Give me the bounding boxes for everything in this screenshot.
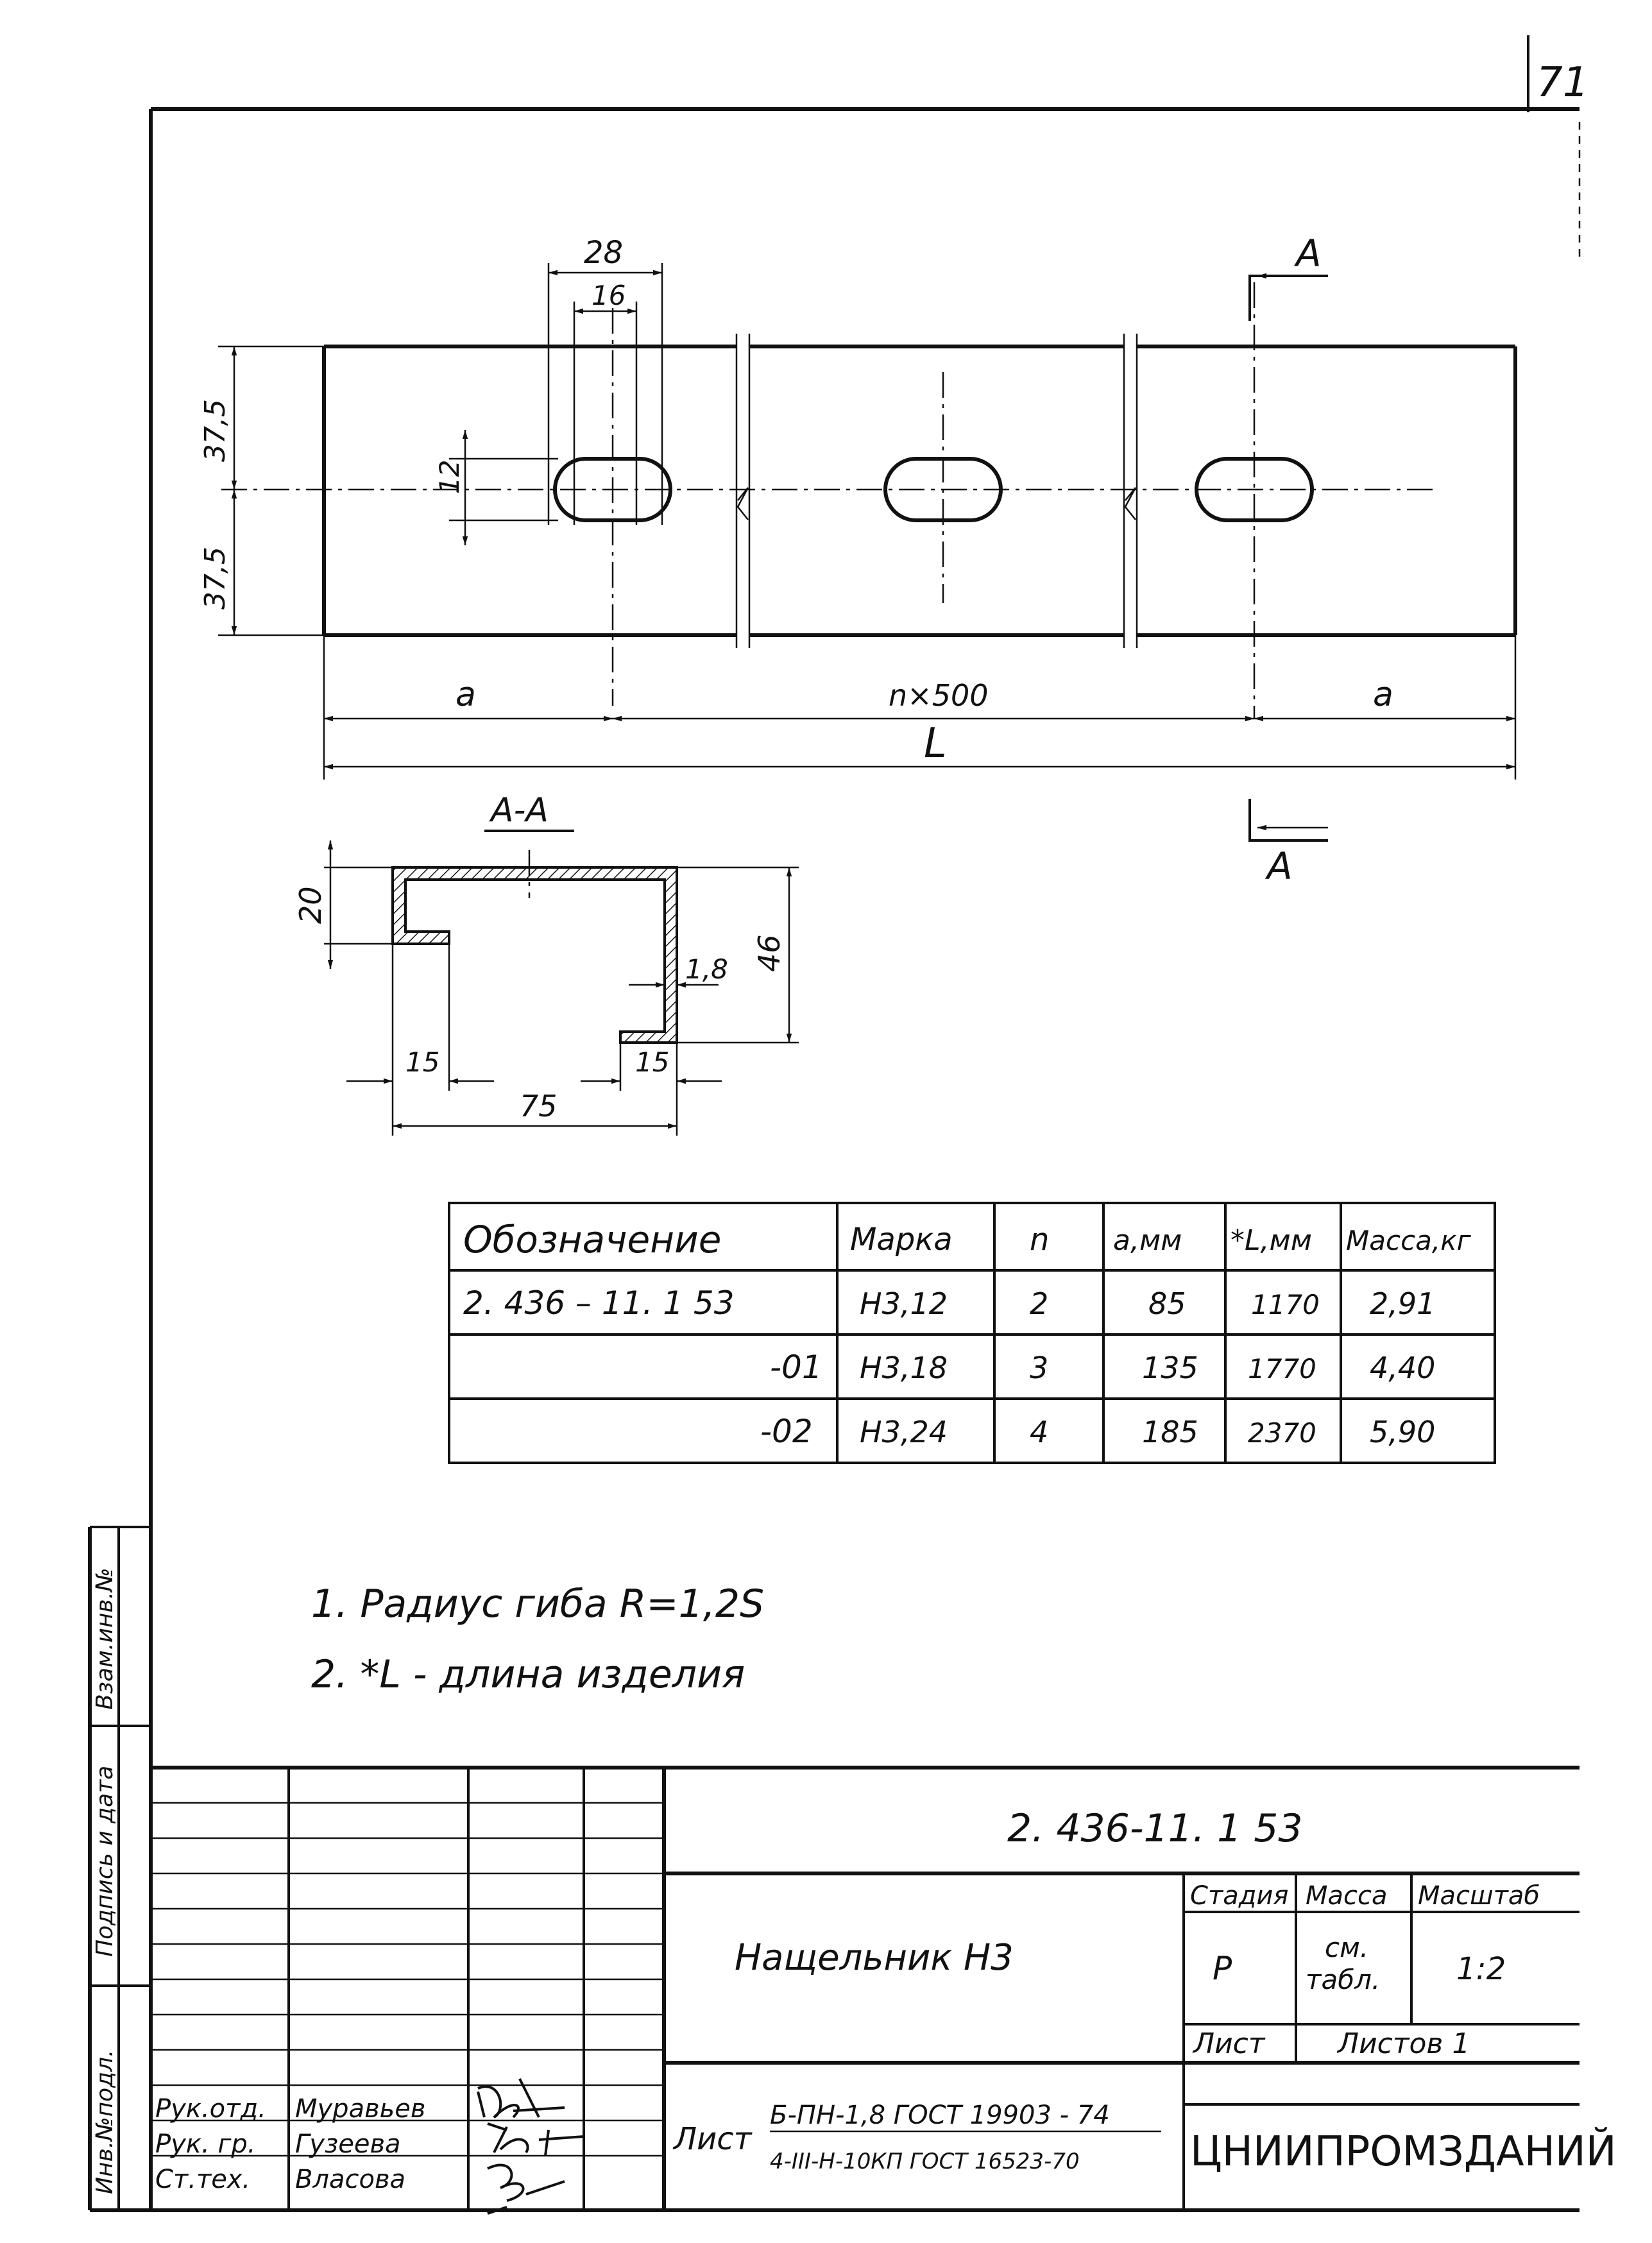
table-header-mark: Марка xyxy=(850,1222,953,1258)
scale-value: 1:2 xyxy=(1456,1951,1506,1987)
table-row-1-mark: Н3,18 xyxy=(860,1351,948,1385)
signature-3 xyxy=(487,2163,565,2215)
dim-flange-height: 20 xyxy=(293,886,328,924)
section-title: А-А xyxy=(489,791,549,830)
table-row-0-designation: 2. 436 – 11. 1 53 xyxy=(463,1284,735,1322)
table-header-length: *L,мм xyxy=(1230,1224,1312,1257)
note-2: 2. *L - длина изделия xyxy=(311,1652,745,1697)
title-designation: 2. 436-11. 1 53 xyxy=(1007,1806,1303,1851)
sheet-label: Лист xyxy=(1192,2027,1266,2060)
table-row-1-n: 3 xyxy=(1030,1351,1048,1385)
title-block: 2. 436-11. 1 53 Нащельник Н3 Стадия Масс… xyxy=(151,1766,1617,2215)
signature-2 xyxy=(487,2122,584,2156)
table-row-2-length: 2370 xyxy=(1248,1417,1316,1449)
scale-label: Масштаб xyxy=(1418,1881,1540,1911)
dim-slot-height: 12 xyxy=(434,460,465,494)
drawing-frame xyxy=(90,107,1580,2212)
table-row-0-n: 2 xyxy=(1030,1286,1048,1321)
dim-half-top: 37,5 xyxy=(199,399,232,462)
dim-width: 75 xyxy=(520,1089,558,1123)
table-row-1-a: 135 xyxy=(1142,1351,1198,1385)
dim-thickness: 1,8 xyxy=(685,953,728,985)
dim-slot-outer: 28 xyxy=(584,235,623,271)
table-row-1-length: 1770 xyxy=(1248,1353,1316,1385)
table-header-a: a,мм xyxy=(1113,1224,1182,1257)
page-number-area: 71 xyxy=(1527,35,1588,263)
dim-a-left: a xyxy=(456,676,476,714)
table-row-1-designation: -01 xyxy=(770,1349,822,1386)
plan-view: 28 16 12 37,5 37,5 a n×500 a L A A xyxy=(199,232,1517,888)
sheets-label: Листов 1 xyxy=(1336,2027,1470,2060)
notes: 1. Радиус гиба R=1,2S 2. *L - длина изде… xyxy=(311,1582,764,1697)
dim-height: 46 xyxy=(752,934,787,972)
material-line-2: 4-III-Н-10КП ГОСТ 16523-70 xyxy=(770,2149,1080,2174)
section-view: А-А 20 46 1,8 15 15 75 xyxy=(293,791,799,1136)
spec-table: Обозначение Марка n a,мм *L,мм Масса,кг … xyxy=(448,1202,1496,1464)
table-row-2-mass: 5,90 xyxy=(1370,1415,1435,1449)
table-row-0-a: 85 xyxy=(1148,1286,1186,1321)
mass-value-2: табл. xyxy=(1306,1964,1380,1995)
dim-a-right: a xyxy=(1373,676,1393,714)
table-header-designation: Обозначение xyxy=(463,1218,721,1261)
dim-slot-inner: 16 xyxy=(592,280,626,311)
table-row-1-mass: 4,40 xyxy=(1370,1351,1435,1385)
table-header-n: n xyxy=(1030,1222,1049,1258)
side-stamp-replace-inv: Взам.инв.№ xyxy=(92,1567,118,1710)
organization: ЦНИИПРОМЗДАНИЙ xyxy=(1190,2127,1617,2176)
table-header-mass: Масса,кг xyxy=(1346,1225,1472,1256)
dim-pitch: n×500 xyxy=(889,678,989,713)
person-role-senior-tech: Ст.тех. xyxy=(155,2165,250,2194)
table-row-0-length: 1170 xyxy=(1251,1289,1320,1320)
stage-value: Р xyxy=(1213,1950,1232,1987)
dim-total-length: L xyxy=(924,720,947,767)
table-row-2-mark: Н3,24 xyxy=(860,1415,948,1449)
table-row-2-n: 4 xyxy=(1030,1415,1048,1449)
section-mark-top: A xyxy=(1293,232,1322,275)
side-stamp-inv-number: Инв.№подл. xyxy=(92,2050,118,2194)
table-row-2-a: 185 xyxy=(1142,1415,1198,1449)
signature-1 xyxy=(477,2078,565,2119)
table-row-2-designation: -02 xyxy=(760,1413,813,1450)
material-prefix: Лист xyxy=(672,2121,753,2157)
material-line-1: Б-ПН-1,8 ГОСТ 19903 - 74 xyxy=(770,2101,1110,2130)
dim-half-bottom: 37,5 xyxy=(199,547,232,610)
table-row-0-mark: Н3,12 xyxy=(860,1286,948,1321)
page-number: 71 xyxy=(1537,59,1588,107)
table-row-0-mass: 2,91 xyxy=(1370,1286,1435,1321)
dim-right-flange: 15 xyxy=(635,1046,669,1078)
person-name-senior-tech: Власова xyxy=(295,2165,405,2194)
mass-value-1: см. xyxy=(1325,1932,1368,1963)
side-stamp: Инв.№подл. Подпись и дата Взам.инв.№ xyxy=(88,1526,151,2210)
side-stamp-signature-date: Подпись и дата xyxy=(92,1766,118,1957)
mass-label: Масса xyxy=(1306,1881,1388,1911)
stage-label: Стадия xyxy=(1190,1881,1288,1911)
person-role-head-dept: Рук.отд. xyxy=(155,2094,266,2124)
dim-left-flange: 15 xyxy=(405,1046,439,1078)
person-name-head-dept: Муравьев xyxy=(295,2094,425,2124)
note-1: 1. Радиус гиба R=1,2S xyxy=(311,1582,764,1626)
person-role-head-group: Рук. гр. xyxy=(155,2129,256,2159)
title-name: Нащельник Н3 xyxy=(735,1937,1014,1979)
section-mark-bottom: A xyxy=(1265,844,1293,888)
person-name-head-group: Гузеева xyxy=(295,2129,401,2159)
